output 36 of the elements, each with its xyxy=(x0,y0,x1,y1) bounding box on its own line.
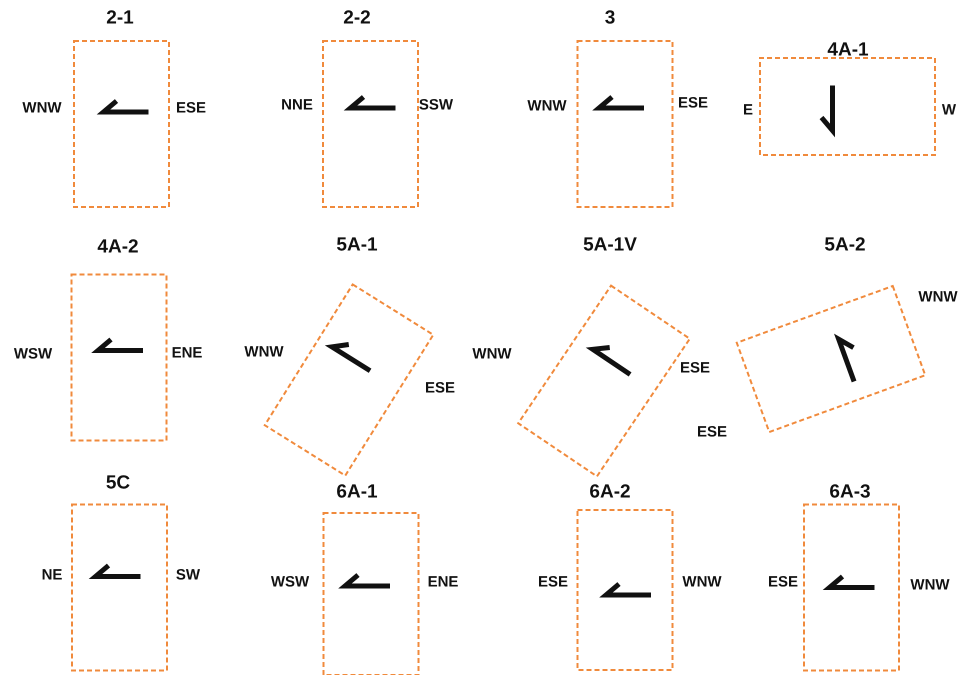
panel-title: 4A-2 xyxy=(97,238,139,256)
direction-label: ESE xyxy=(678,96,708,110)
direction-label: ENE xyxy=(172,346,202,360)
panel-title: 6A-1 xyxy=(336,482,378,502)
panel-title: 5A-1 xyxy=(336,236,378,254)
panel-title: 6A-2 xyxy=(589,482,631,502)
panel-title: 4A-1 xyxy=(827,40,869,60)
direction-label: SSW xyxy=(418,98,454,112)
direction-label: SW xyxy=(176,568,200,582)
direction-label: ESE xyxy=(538,574,568,590)
panel-title: 6A-3 xyxy=(829,482,871,502)
panel-title: 5A-1V xyxy=(583,236,637,254)
direction-label: NE xyxy=(42,568,62,582)
direction-label: ENE xyxy=(428,574,458,590)
direction-label: WNW xyxy=(918,290,958,304)
direction-label: WSW xyxy=(270,574,310,590)
panel-title: 3 xyxy=(604,8,616,28)
direction-label: E xyxy=(743,102,753,118)
direction-label: ESE xyxy=(768,574,798,590)
direction-label: WNW xyxy=(22,100,62,116)
direction-label: ESE xyxy=(697,424,727,440)
direction-label: WNW xyxy=(472,346,512,362)
panel-title: 5A-2 xyxy=(824,236,866,254)
direction-label: ESE xyxy=(680,360,710,376)
panel-title: 2-1 xyxy=(106,8,134,28)
direction-label: ESE xyxy=(176,100,206,116)
direction-label: WNW xyxy=(910,578,950,592)
direction-label: WNW xyxy=(244,344,284,360)
direction-label: WNW xyxy=(527,98,567,114)
direction-label: WSW xyxy=(14,346,52,362)
panel-title: 5C xyxy=(106,474,130,492)
panel-title: 2-2 xyxy=(343,8,371,28)
direction-label: WNW xyxy=(682,574,722,590)
direction-label: W xyxy=(942,102,956,118)
direction-label: ESE xyxy=(425,380,455,396)
direction-label: NNE xyxy=(281,98,313,112)
